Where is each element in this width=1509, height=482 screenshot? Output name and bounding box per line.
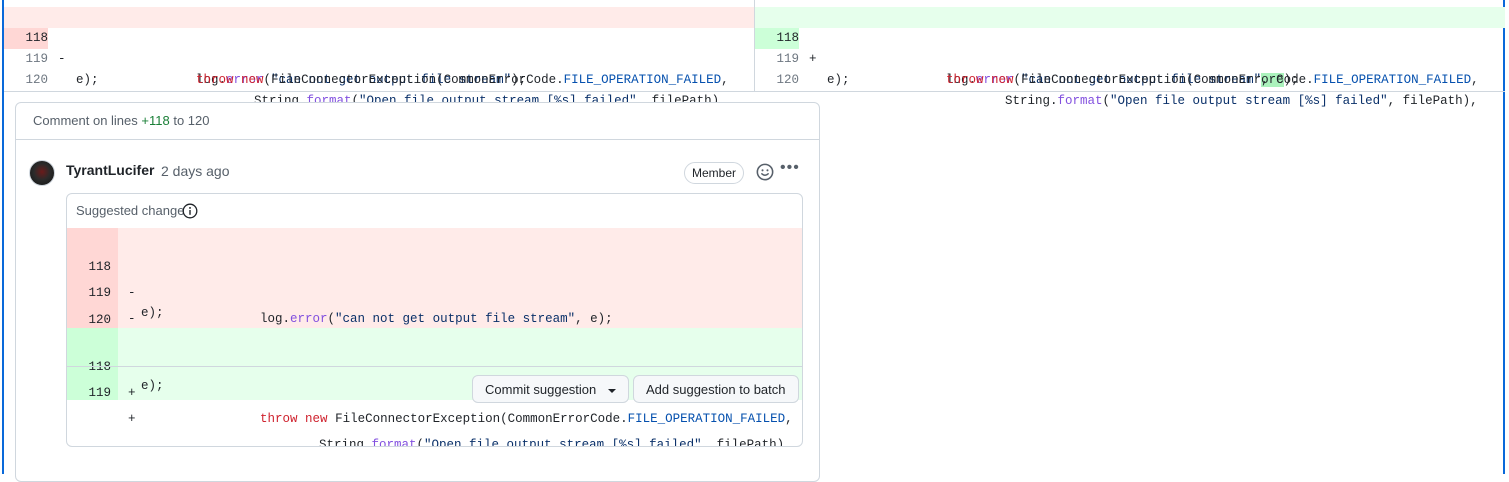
diff-row[interactable]: 120 String.format("Open file output stre… bbox=[755, 49, 1505, 108]
line-number[interactable]: 119 bbox=[25, 52, 48, 66]
commit-suggestion-button[interactable]: Commit suggestion bbox=[472, 375, 630, 403]
comment-author[interactable]: TyrantLucifer bbox=[66, 162, 155, 178]
code-line: throw new FileConnectorException(CommonE… bbox=[946, 73, 1479, 87]
comment-timestamp[interactable]: 2 days ago bbox=[161, 163, 230, 179]
suggestion-line: 118 - log.error("can not get output file… bbox=[67, 228, 802, 326]
line-number: 118 bbox=[88, 260, 111, 274]
code-line: log.error("can not get output file strea… bbox=[946, 73, 1299, 87]
split-diff: 118 - log.error("can not get output file… bbox=[4, 0, 1505, 108]
diff-row[interactable]: 120 String.format("Open file output stre… bbox=[4, 49, 754, 108]
line-number[interactable]: 120 bbox=[25, 73, 48, 87]
add-suggestion-to-batch-button[interactable]: Add suggestion to batch bbox=[633, 375, 799, 403]
suggested-change-header: Suggested change bbox=[67, 194, 802, 228]
diff-left-pane: 118 - log.error("can not get output file… bbox=[4, 0, 755, 108]
suggested-change-box: Suggested change 118 - log.error("can no… bbox=[66, 193, 803, 447]
review-comment-thread: Comment on lines +118 to 120 TyrantLucif… bbox=[15, 102, 820, 482]
suggestion-line: 120 - String.format("Open file output st… bbox=[67, 281, 802, 379]
suggestion-actions: Commit suggestion Add suggestion to batc… bbox=[67, 366, 802, 446]
line-number: 120 bbox=[88, 313, 111, 327]
member-badge: Member bbox=[684, 162, 745, 184]
comment-thread-header: Comment on lines +118 to 120 bbox=[16, 103, 819, 140]
diff-file-frame bbox=[2, 0, 1505, 474]
line-number[interactable]: 118 bbox=[755, 28, 799, 49]
diff-row[interactable]: 118 - log.error("can not get output file… bbox=[4, 7, 754, 87]
diff-marker: + bbox=[128, 412, 136, 426]
smiley-icon[interactable] bbox=[756, 163, 774, 181]
kebab-horizontal-icon[interactable]: ••• bbox=[780, 159, 800, 176]
line-number[interactable]: 119 bbox=[776, 52, 799, 66]
diff-marker: - bbox=[128, 286, 136, 300]
diff-marker: - bbox=[128, 312, 136, 326]
code-line: log.error("can not get output file strea… bbox=[196, 73, 527, 87]
diff-right-pane: 118 + log.error("can not get output file… bbox=[755, 0, 1505, 108]
diff-row[interactable]: 118 + log.error("can not get output file… bbox=[755, 7, 1505, 87]
line-number: 119 bbox=[88, 286, 111, 300]
code-line: throw new FileConnectorException(CommonE… bbox=[196, 73, 729, 87]
diff-marker: + bbox=[809, 52, 817, 66]
diff-row[interactable]: 119 throw new FileConnectorException(Com… bbox=[4, 28, 754, 87]
suggestion-line: 119 + String.format("Open file output st… bbox=[67, 354, 802, 446]
line-number[interactable]: 120 bbox=[776, 73, 799, 87]
code-line-wrap: e); bbox=[76, 73, 99, 87]
info-icon[interactable] bbox=[182, 203, 198, 219]
code-line-wrap: e); bbox=[827, 73, 850, 87]
code-line: String.format("Open file output stream [… bbox=[1005, 94, 1478, 108]
triangle-down-icon bbox=[608, 388, 617, 393]
line-number: 118 bbox=[88, 360, 111, 374]
avatar[interactable] bbox=[29, 160, 55, 186]
code-line-wrap: e); bbox=[141, 306, 164, 320]
line-number[interactable]: 118 bbox=[4, 28, 48, 49]
diff-row[interactable]: 119 throw new FileConnectorException(Com… bbox=[755, 28, 1505, 87]
suggestion-deleted-block: 118 - log.error("can not get output file… bbox=[67, 228, 802, 379]
diff-marker: - bbox=[58, 52, 66, 66]
line-number: 119 bbox=[88, 386, 111, 400]
suggestion-line: 118 + throw new FileConnectorException(C… bbox=[67, 328, 802, 426]
suggestion-line: 119 - throw new FileConnectorException(C… bbox=[67, 254, 802, 352]
code-line-wrap: e); bbox=[141, 379, 164, 393]
diff-marker: + bbox=[128, 386, 136, 400]
